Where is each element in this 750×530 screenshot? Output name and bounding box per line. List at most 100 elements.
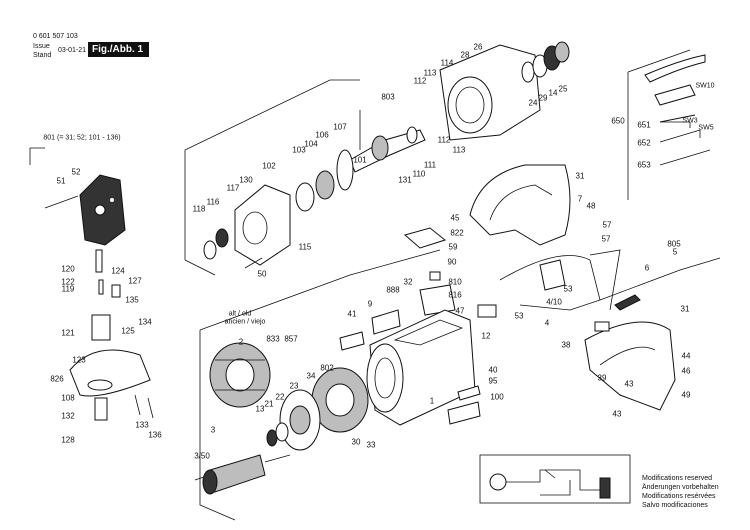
wiring-57: [499, 255, 601, 311]
bracket-801: [29, 147, 45, 165]
bearing-stack-24-25: [521, 41, 570, 83]
callout-9: 9: [367, 299, 373, 309]
callout-104: 104: [304, 139, 318, 149]
spindle-803: [349, 126, 426, 173]
callout-50: 50: [257, 269, 267, 279]
callout-57b: 57: [601, 234, 611, 244]
callout-857: 857: [284, 334, 298, 344]
callout-5: 5: [672, 247, 678, 257]
callout-652: 652: [637, 138, 651, 148]
callout-115: 115: [298, 242, 312, 252]
callout-650: 650: [611, 116, 625, 126]
callout-51: 51: [56, 176, 66, 186]
circuit-diagram: [479, 454, 631, 504]
cable-6: [599, 257, 721, 301]
callout-3: 3: [210, 425, 216, 435]
cable-sleeve: [614, 294, 641, 311]
callout-23: 23: [289, 381, 299, 391]
figure-badge: Fig./Abb. 1: [88, 42, 150, 57]
callout-107: 107: [333, 122, 347, 132]
callout-128: 128: [61, 435, 75, 445]
flange-housing-102: [234, 184, 291, 266]
callout-826: 826: [50, 374, 64, 384]
callout-136: 136: [148, 430, 162, 440]
screw-50: [244, 257, 263, 269]
callout-113b: 113: [452, 145, 466, 155]
callout-41: 41: [347, 309, 357, 319]
cover-52: [79, 174, 126, 246]
switch-plate-45: [403, 227, 447, 249]
callout-802: 802: [320, 363, 334, 373]
bearing-21: [275, 422, 289, 442]
part-12: [477, 304, 497, 318]
callout-810: 810: [448, 277, 462, 287]
callout-803: 803: [381, 92, 395, 102]
callout-1: 1: [429, 396, 435, 406]
part-124: [111, 284, 121, 298]
callout-45: 45: [450, 213, 460, 223]
callout-49: 49: [681, 390, 691, 400]
callout-26: 26: [473, 42, 483, 52]
switch-4-10: [539, 259, 566, 291]
plate-41: [339, 331, 365, 351]
callout-117: 117: [226, 183, 240, 193]
callout-32: 32: [403, 277, 413, 287]
callout-sw3: SW3: [682, 117, 698, 125]
callout-4: 4: [544, 318, 550, 328]
tube-121: [91, 314, 111, 341]
callout-653: 653: [637, 160, 651, 170]
callout-34: 34: [306, 371, 316, 381]
callout-30: 30: [351, 437, 361, 447]
part-38: [594, 321, 610, 332]
callout-sw5: SW5: [698, 124, 714, 132]
callout-95: 95: [488, 376, 498, 386]
modifications-notice: Modifications reserved Änderungen vorbeh…: [642, 474, 719, 510]
issue-label: Issue: [33, 43, 50, 50]
callout-43a: 43: [624, 379, 634, 389]
callout-52: 52: [71, 167, 81, 177]
disk-107: [336, 149, 354, 191]
bearing-106: [315, 170, 335, 200]
handle-31-top: [469, 164, 571, 246]
callout-118: 118: [192, 204, 206, 214]
callout-12: 12: [481, 331, 491, 341]
callout-134: 134: [138, 317, 152, 327]
pin-120: [95, 249, 103, 273]
callout-119: 119: [61, 284, 75, 294]
modifications-line-de: Änderungen vorbehalten: [642, 484, 719, 491]
callout-112b: 112: [437, 135, 451, 145]
pin-119: [98, 279, 104, 295]
callout-31-top: 31: [575, 171, 585, 181]
callout-122: 122: [61, 277, 75, 287]
callout-108: 108: [61, 393, 75, 403]
callout-38: 38: [561, 340, 571, 350]
alt-old-note: alt / old: [228, 310, 252, 318]
callout-121: 121: [61, 328, 75, 338]
callout-102: 102: [262, 161, 276, 171]
ring-118: [203, 240, 217, 260]
callout-24: 24: [528, 98, 538, 108]
callout-120: 120: [61, 264, 75, 274]
callout-33: 33: [366, 440, 376, 450]
callout-40: 40: [488, 365, 498, 375]
callout-805: 805: [667, 239, 681, 249]
callout-29: 29: [538, 93, 548, 103]
ancien-viejo-note: ancien / viejo: [224, 318, 266, 326]
issue-date: 03-01-21: [58, 47, 87, 54]
housing-1: [366, 309, 476, 426]
switch-block-810: [419, 271, 456, 316]
callout-133: 133: [135, 420, 149, 430]
callout-822: 822: [450, 228, 464, 238]
callout-6: 6: [644, 263, 650, 273]
callout-46: 46: [681, 366, 691, 376]
callout-833: 833: [266, 334, 280, 344]
armature-3: [194, 454, 291, 495]
callout-888: 888: [386, 285, 400, 295]
callout-57a: 57: [602, 220, 612, 230]
callout-113: 113: [423, 68, 437, 78]
callout-53a: 53: [563, 284, 573, 294]
callout-59: 59: [448, 242, 458, 252]
callout-13: 13: [255, 404, 265, 414]
